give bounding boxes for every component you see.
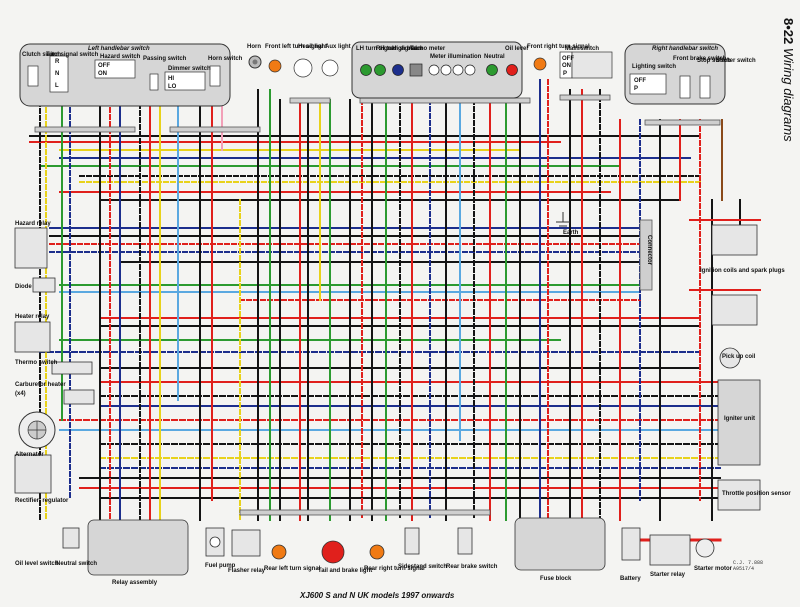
label-fuel-pump: Fuel pump: [205, 563, 236, 569]
label-carburetor-heater-qty: (x4): [15, 391, 26, 397]
label-rear-left-turn-signal: Rear left turn signal: [264, 566, 321, 572]
label-earth: Earth: [563, 230, 579, 236]
bulbs-top: [268, 57, 547, 78]
label-meter-illumination: Meter illumination: [430, 54, 482, 60]
label-fuse-block: Fuse block: [540, 576, 572, 582]
label-main-on: ON: [562, 63, 571, 69]
label-main-switch: Main switch: [565, 46, 599, 52]
label-starter-relay: Starter relay: [650, 572, 686, 578]
labels: Left handlebar switch Clutch switch Turn…: [15, 44, 791, 586]
label-rear-right-turn-signal: Rear right turn signal: [364, 566, 425, 572]
label-alternator: Alternator: [15, 452, 44, 458]
label-ignition-coils: Ignition coils and spark plugs: [700, 268, 785, 274]
bottom-components: [205, 517, 715, 571]
label-lo: LO: [168, 84, 177, 90]
left-handlebar-switch: [19, 43, 231, 107]
label-hazard-off: OFF: [98, 63, 110, 69]
label-diode: Diode: [15, 284, 32, 290]
label-connector: Connector: [646, 235, 652, 266]
label-sidestand-switch: Sidestand switch: [398, 564, 447, 570]
label-left-handlebar-switch: Left handlebar switch: [88, 46, 150, 52]
label-oil-level: Oil level: [505, 46, 528, 52]
label-turn-signal-switch: Turn signal switch: [46, 52, 99, 58]
horn-icon: [248, 55, 262, 69]
right-components: [556, 212, 761, 511]
diagram-title: XJ600 S and N UK models 1997 onwards: [300, 591, 455, 600]
left-components: [14, 227, 189, 576]
indicator-lamps: [360, 63, 518, 77]
label-l: L: [55, 83, 59, 89]
page-header: 8•22 Wiring diagrams: [776, 18, 798, 158]
diagram-code: C.J. 7.888 A9517/4: [733, 560, 763, 572]
label-main-off: OFF: [562, 56, 574, 62]
label-front-left-turn-signal: Front left turn signal: [265, 44, 324, 50]
label-horn: Horn: [247, 44, 261, 50]
diagram-code-line2: A9517/4: [733, 566, 755, 572]
label-hi: HI: [168, 76, 174, 82]
label-rh-turn-signal: RH turn signal: [376, 46, 417, 52]
page-number: 8•22: [781, 18, 796, 45]
label-rear-brake-switch: Rear brake switch: [446, 564, 498, 570]
label-hazard-relay: Hazard relay: [15, 221, 51, 227]
label-battery: Battery: [620, 576, 641, 582]
label-oil-level-switch: Oil level switch: [15, 561, 59, 567]
main-switch: [559, 51, 613, 79]
label-right-handlebar-switch: Right handlebar switch: [652, 46, 718, 52]
label-front-brake-switch: Front brake switch: [673, 56, 727, 62]
label-passing-switch: Passing switch: [143, 56, 187, 62]
label-igniter-unit: Igniter unit: [724, 416, 755, 422]
label-head-light: Head light: [298, 44, 327, 50]
label-flasher-relay: Flasher relay: [228, 568, 266, 574]
label-throttle-position-sensor: Throttle position sensor: [722, 491, 791, 497]
label-aux-light: Aux light: [325, 44, 351, 50]
label-pickup-coil: Pick up coil: [722, 354, 756, 360]
label-light-p: P: [634, 86, 638, 92]
diagram-code-line1: C.J. 7.888: [733, 560, 764, 566]
harness-bars: [34, 94, 721, 516]
right-handlebar-switch: [624, 43, 726, 105]
label-stop-switch: Stop switch: [697, 58, 731, 64]
label-hazard-switch: Hazard switch: [100, 54, 141, 60]
label-horn-switch: Horn switch: [208, 56, 243, 62]
label-neutral: Neutral: [484, 54, 505, 60]
label-tail-brake-light: Tail and brake light: [318, 568, 372, 574]
label-rectifier-regulator: Rectifier/ regulator: [15, 498, 69, 504]
label-front-right-turn-signal: Front right turn signal: [527, 44, 590, 50]
alternator-icon: [18, 411, 56, 449]
label-tachometer: Tacho meter: [410, 46, 446, 52]
label-n: N: [55, 71, 59, 77]
label-light-off: OFF: [634, 78, 646, 84]
label-clutch-switch: Clutch switch: [22, 52, 61, 58]
label-relay-assembly: Relay assembly: [112, 580, 158, 586]
wire-network: [29, 59, 761, 542]
label-neutral-switch: Neutral switch: [56, 561, 97, 567]
label-lh-turn-signal: LH turn signal: [356, 46, 397, 52]
section-title: Wiring diagrams: [781, 47, 796, 142]
label-carburetor-heater: Carburetor heater: [15, 382, 66, 388]
label-high-beam: High beam: [392, 46, 423, 52]
label-dimmer-switch: Dimmer switch: [168, 66, 211, 72]
label-main-p: P: [563, 71, 567, 77]
label-hazard-on: ON: [98, 71, 107, 77]
label-lighting-switch: Lighting switch: [632, 64, 676, 70]
label-starter-switch: Starter switch: [716, 58, 756, 64]
label-starter-motor: Starter motor: [694, 566, 733, 572]
label-heater-relay: Heater relay: [15, 314, 50, 320]
label-r: R: [55, 59, 60, 65]
label-thermo-switch: Thermo switch: [15, 360, 58, 366]
